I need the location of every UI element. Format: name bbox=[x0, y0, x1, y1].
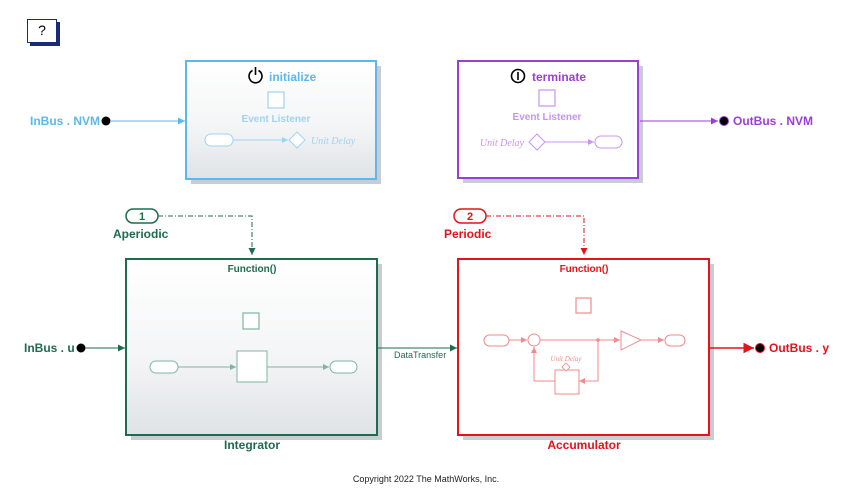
initialize-unit-delay-icon bbox=[288, 131, 306, 149]
accumulator-delay-diamond-icon bbox=[561, 362, 571, 372]
initialize-event-listener-icon bbox=[267, 91, 285, 109]
accumulator-unit-delay-label: Unit Delay bbox=[551, 355, 583, 363]
integrator-block-frame bbox=[125, 258, 378, 436]
accumulator-sum-icon bbox=[527, 333, 541, 347]
initialize-unit-delay-label: Unit Delay bbox=[311, 136, 356, 147]
terminate-event-listener-icon bbox=[538, 89, 556, 107]
inport-u[interactable]: InBus . u bbox=[24, 341, 86, 355]
integrator-subsystem[interactable]: Function() Integrator bbox=[125, 258, 382, 452]
accumulator-delay-block bbox=[554, 369, 580, 395]
terminate-unit-delay-icon bbox=[528, 133, 546, 151]
outport-nvm[interactable]: OutBus . NVM bbox=[719, 114, 814, 128]
integrator-header: Function() bbox=[228, 264, 277, 275]
initialize-inport-icon bbox=[204, 133, 234, 147]
integrator-inport-icon bbox=[149, 360, 179, 374]
initialize-event-listener-label: Event Listener bbox=[242, 114, 311, 125]
help-button[interactable]: ? bbox=[27, 19, 57, 43]
initialize-subsystem[interactable]: initialize Event Listener Unit Delay bbox=[185, 60, 381, 184]
periodic-trigger-number: 2 bbox=[467, 211, 473, 223]
terminate-unit-delay-label: Unit Delay bbox=[480, 138, 525, 149]
periodic-trigger-label: Periodic bbox=[444, 227, 492, 241]
periodic-function-call-line bbox=[486, 215, 588, 255]
terminate-block-frame bbox=[457, 60, 639, 179]
accumulator-subsystem[interactable]: Function() Unit Delay Accumulator bbox=[457, 258, 714, 452]
integrator-outport-icon bbox=[329, 360, 358, 374]
accumulator-gain-icon bbox=[620, 330, 643, 351]
integrator-name: Integrator bbox=[224, 438, 280, 452]
integrator-trigger-icon bbox=[242, 312, 260, 330]
accumulator-return-line bbox=[531, 347, 555, 382]
aperiodic-trigger-number: 1 bbox=[139, 211, 145, 223]
accumulator-outport-icon bbox=[664, 334, 686, 347]
inport-nvm-dot bbox=[101, 116, 111, 126]
stop-icon bbox=[510, 68, 526, 84]
integrator-core-block bbox=[236, 350, 268, 383]
outport-y-dot bbox=[755, 343, 765, 353]
inport-nvm-label: InBus . NVM bbox=[30, 114, 100, 128]
aperiodic-function-call-line bbox=[158, 215, 256, 255]
signal-label-datatransfer: DataTransfer bbox=[394, 350, 446, 360]
aperiodic-trigger-port[interactable]: 1 Aperiodic bbox=[113, 208, 169, 241]
terminate-outport-icon bbox=[594, 135, 623, 149]
accumulator-block-frame bbox=[457, 258, 710, 436]
inport-u-dot bbox=[76, 343, 86, 353]
terminate-event-listener-label: Event Listener bbox=[513, 112, 582, 123]
accumulator-feedback-line bbox=[579, 340, 599, 384]
accumulator-name: Accumulator bbox=[547, 438, 621, 452]
outport-nvm-label: OutBus . NVM bbox=[733, 114, 813, 128]
initialize-title: initialize bbox=[269, 70, 317, 84]
accumulator-header: Function() bbox=[560, 264, 609, 275]
inport-nvm[interactable]: InBus . NVM bbox=[30, 114, 111, 128]
accumulator-trigger-icon bbox=[575, 297, 592, 314]
outport-nvm-dot bbox=[719, 116, 729, 126]
outport-y[interactable]: OutBus . y bbox=[755, 341, 830, 355]
accumulator-inport-icon bbox=[483, 334, 510, 347]
aperiodic-trigger-label: Aperiodic bbox=[113, 227, 169, 241]
initialize-block-frame bbox=[185, 60, 377, 180]
power-icon bbox=[248, 67, 263, 84]
periodic-trigger-port[interactable]: 2 Periodic bbox=[444, 208, 492, 241]
terminate-title: terminate bbox=[532, 70, 586, 84]
terminate-subsystem[interactable]: terminate Event Listener Unit Delay bbox=[457, 60, 643, 183]
outport-y-label: OutBus . y bbox=[769, 341, 829, 355]
inport-u-label: InBus . u bbox=[24, 341, 75, 355]
copyright-text: Copyright 2022 The MathWorks, Inc. bbox=[353, 474, 499, 484]
